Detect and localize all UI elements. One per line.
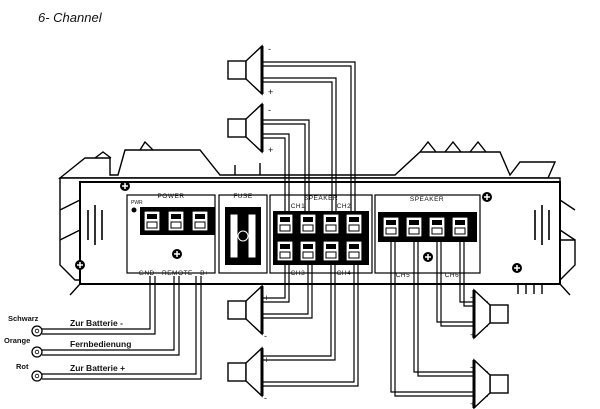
ch5-label: CH5 [396,272,411,279]
ch4-label: CH4 [337,270,352,277]
gnd-terminal[interactable] [143,210,161,232]
fuse-label: FUSE [233,193,253,200]
pwr-indicator-label: PWR [131,200,143,206]
polarity-plus: + [268,145,273,155]
speaker-ch1-ch4-block: SPEAKER CH1 CH2 CH3 CH4 [269,194,373,277]
polarity-plus: + [264,293,269,303]
corner-screw-icon [481,191,493,203]
bottom-left-speaker-wires [262,262,359,387]
ch3-minus-terminal[interactable] [299,240,317,262]
speaker-right-label: SPEAKER [410,196,444,203]
polarity-minus: - [470,362,473,372]
fuse-block: FUSE [218,193,268,274]
remote-terminal[interactable] [167,210,185,232]
polarity-minus: - [470,292,473,302]
corner-screw-icon [119,180,131,192]
speaker-ch2-icon [226,44,264,96]
polarity-plus: + [470,330,475,340]
ring-terminal-icon [31,325,43,337]
ring-terminal-icon [31,370,43,382]
wire-caption-fernbedienung: Fernbedienung [70,339,131,349]
top-speaker-wires [262,61,356,214]
polarity-plus: + [470,399,475,409]
power-terminal-block: POWER PWR GND - REMOTE - B+ [126,193,216,277]
pwr-led-icon [131,207,137,213]
ch1-label: CH1 [291,203,306,210]
ch3-plus-terminal[interactable] [276,240,294,262]
ring-terminal-icon [31,346,43,358]
power-terminals-label: GND - REMOTE - B+ [139,270,209,277]
ch6-label: CH6 [445,272,460,279]
polarity-minus: - [264,393,267,403]
speaker-ch3-icon [226,284,264,336]
fuse-icon [237,230,249,242]
ch3-label: CH3 [291,270,306,277]
power-wires [42,276,202,380]
ch2-plus-terminal[interactable] [322,213,340,235]
polarity-minus: - [268,105,271,115]
diagram-title: 6- Channel [38,10,103,25]
ch5-plus-terminal[interactable] [382,216,400,238]
corner-screw-icon [511,262,523,274]
ch6-minus-terminal[interactable] [451,216,469,238]
power-label: POWER [157,193,184,200]
polarity-plus: + [264,355,269,365]
bottom-right-speaker-wires [390,238,488,397]
speaker-ch6-icon [472,288,510,340]
wire-color-orange: Orange [4,336,30,345]
power-screw-icon [171,248,183,260]
speaker-ch4-icon [226,346,264,398]
wire-caption-batterie-minus: Zur Batterie - [70,318,123,328]
polarity-plus: + [268,87,273,97]
speaker-screw-icon [422,251,434,263]
ch1-plus-terminal[interactable] [276,213,294,235]
speaker-ch1-icon [226,102,264,154]
speaker-ch5-ch6-block: SPEAKER CH5 CH6 [374,194,481,279]
ch2-label: CH2 [337,203,352,210]
ch4-minus-terminal[interactable] [345,240,363,262]
polarity-minus: - [264,331,267,341]
ch2-minus-terminal[interactable] [345,213,363,235]
wire-color-rot: Rot [16,362,29,371]
ch1-minus-terminal[interactable] [299,213,317,235]
wire-caption-batterie-plus: Zur Batterie + [70,363,125,373]
bplus-terminal[interactable] [191,210,209,232]
polarity-minus: - [268,44,271,54]
ch4-plus-terminal[interactable] [322,240,340,262]
speaker-left-label: SPEAKER [304,195,338,202]
wire-color-schwarz: Schwarz [8,314,39,323]
speaker-ch5-icon [472,358,510,409]
ch5-minus-terminal[interactable] [405,216,423,238]
corner-screw-icon [74,259,86,271]
ch6-plus-terminal[interactable] [428,216,446,238]
